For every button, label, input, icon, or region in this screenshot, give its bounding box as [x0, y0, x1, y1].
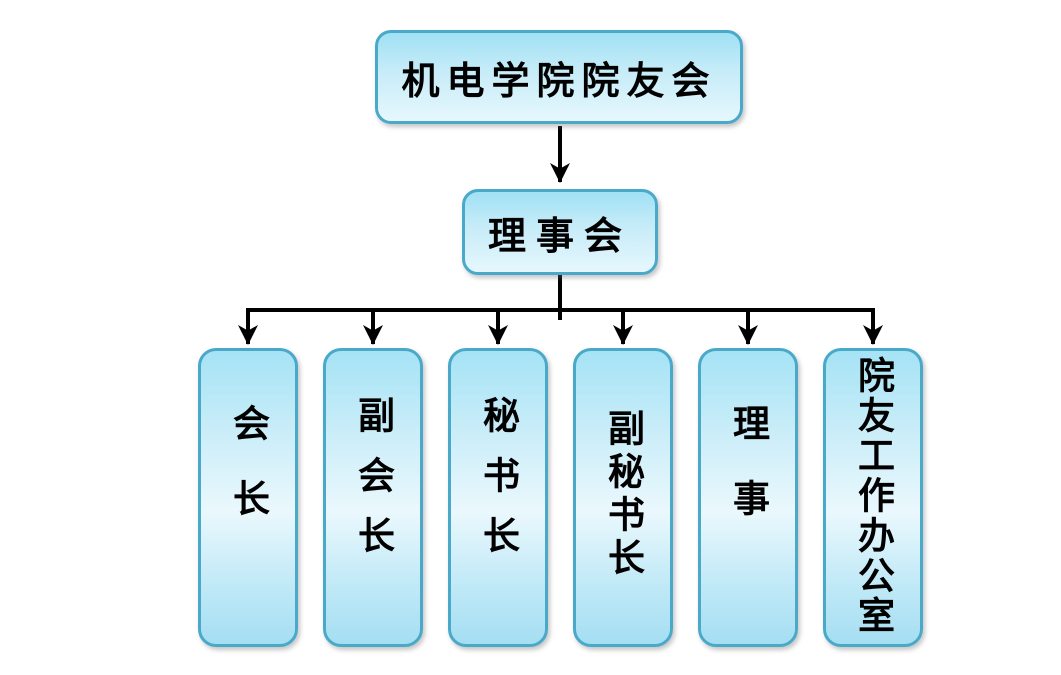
node-deputy-secretary-general: 副秘书长	[573, 348, 673, 647]
node-label: 院友工作办公室	[851, 356, 895, 636]
node-label: 理事	[726, 403, 770, 554]
node-vice-president: 副会长	[323, 348, 423, 647]
node-label: 机电学院院友会	[401, 58, 717, 103]
node-label: 副秘书长	[601, 408, 645, 581]
node-president: 会长	[198, 348, 298, 647]
node-alumni-work-office: 院友工作办公室	[823, 348, 923, 647]
node-label: 会长	[226, 403, 270, 554]
node-director: 理事	[698, 348, 798, 647]
node-secretary-general: 秘书长	[448, 348, 548, 647]
node-council: 理事会	[462, 189, 658, 275]
node-label: 理事会	[487, 213, 632, 258]
node-label: 副会长	[351, 396, 395, 576]
node-label: 秘书长	[476, 396, 520, 576]
node-alumni-association: 机电学院院友会	[375, 30, 743, 124]
